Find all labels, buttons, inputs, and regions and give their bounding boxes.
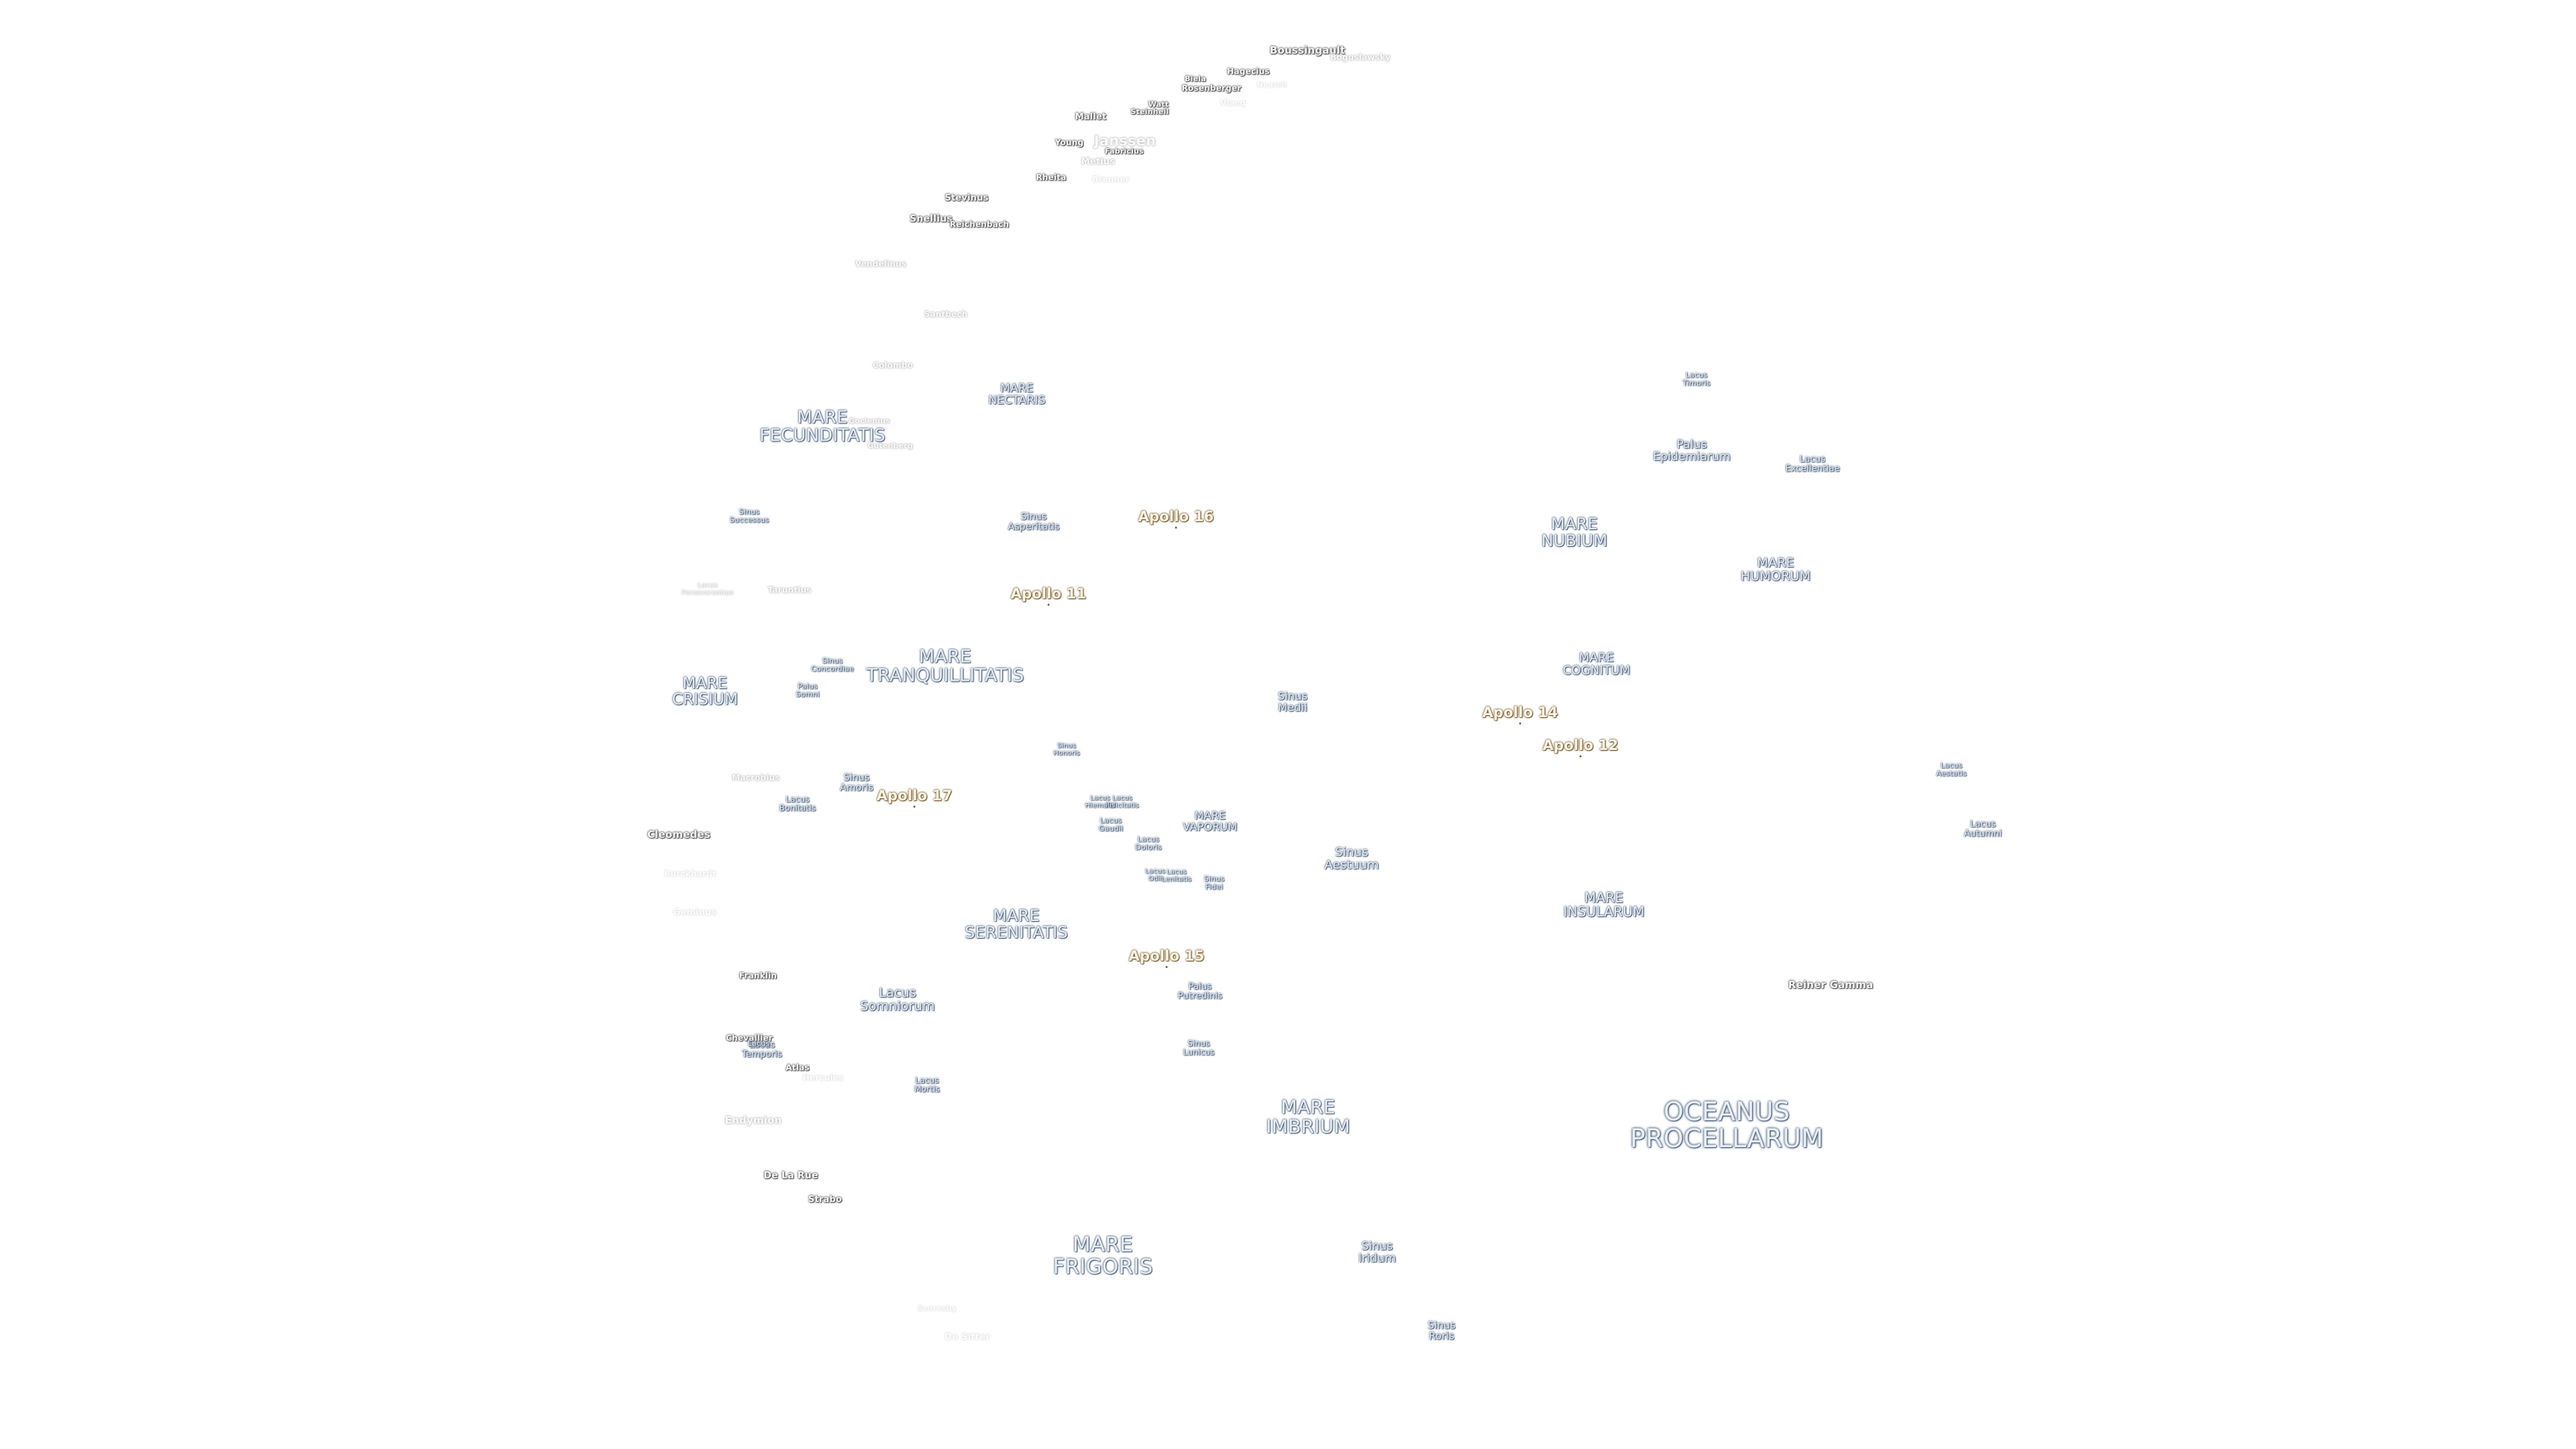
label-sinus-concordiae: Sinus Concordiae [810, 656, 855, 673]
label-reichenbach: Reichenbach [949, 219, 1010, 229]
label-mallet: Mallet [1075, 112, 1107, 123]
label-strabo: Strabo [808, 1195, 843, 1205]
label-watt: Watt [1148, 100, 1169, 109]
label-stevinus: Stevinus [945, 193, 989, 204]
label-brenner: Brenner [1092, 174, 1130, 184]
label-sinus-successus: Sinus Successus [729, 507, 769, 524]
label-apollo-12: Apollo 12 [1543, 738, 1619, 758]
label-lacus-spei: Lacus [747, 1039, 770, 1049]
label-mare-nectaris: MARE NECTARIS [988, 382, 1046, 407]
label-boussingault: Boussingault [1269, 44, 1346, 57]
label-lacus-somniorum: Lacus Somniorum [860, 985, 935, 1014]
label-sinus-roris: Sinus Roris [1428, 1319, 1456, 1342]
label-young: Young [1055, 138, 1084, 148]
label-snellius: Snellius [910, 213, 953, 225]
label-lacus-aestatis: Lacus Aestatis [1936, 761, 1967, 777]
label-lacus-felicitatis: Lacus Felicitatis [1106, 794, 1139, 809]
landing-site-marker [914, 806, 916, 808]
label-lacus-temporis: Lacus Temporis [742, 1040, 782, 1059]
label-mare-imbrium: MARE IMBRIUM [1266, 1095, 1350, 1138]
label-mare-serenitatis: MARE SERENITATIS [965, 906, 1068, 942]
label-apollo-14: Apollo 14 [1483, 705, 1558, 725]
label-vendelinus: Vendelinus [855, 259, 907, 269]
label-mare-vaporum: MARE VAPORUM [1183, 809, 1238, 833]
label-sinus-asperitatis: Sinus Asperitatis [1008, 511, 1060, 532]
label-palus-somni: Palus Somni [796, 682, 820, 698]
label-mare-insularum: MARE INSULARUM [1563, 890, 1645, 920]
label-reiner-gamma: Reiner Gamma [1788, 979, 1874, 991]
label-mare-nubium: MARE NUBIUM [1541, 514, 1608, 550]
label-gutenberg: Gutenberg [867, 441, 913, 451]
label-mare-humorum: MARE HUMORUM [1740, 555, 1811, 584]
label-lacus-perseverantiae: Lacus Perseverantiae [682, 582, 734, 596]
label-oceanus-procellarum: OCEANUS PROCELLARUM [1629, 1097, 1824, 1153]
label-palus-putredinis: Palus Putredinis [1177, 981, 1223, 1001]
label-sinus-medii: Sinus Medii [1277, 690, 1308, 714]
label-mare-cognitum: MARE COGNITUM [1562, 651, 1631, 678]
label-lacus-lenitatis: Lacus Lenitatis [1161, 868, 1192, 883]
label-lacus-autumni: Lacus Autumni [1964, 819, 2002, 839]
label-santbech: Santbech [924, 309, 968, 319]
label-lacus-odii: Lacus Odii [1145, 867, 1165, 882]
landing-site-marker [1048, 604, 1050, 606]
label-lacus-timoris: Lacus Timoris [1682, 370, 1711, 387]
label-palus-epidemiarum: Palus Epidemiarum [1653, 438, 1731, 464]
label-sinus-honoris: Sinus Honoris [1053, 742, 1080, 757]
label-franklin: Franklin [739, 971, 777, 981]
label-sinus-amoris: Sinus Amoris [840, 772, 873, 793]
label-de-sitter: De Sitter [945, 1332, 990, 1343]
label-apollo-17: Apollo 17 [877, 788, 953, 808]
landing-site-marker [1580, 755, 1582, 758]
label-atlas: Atlas [786, 1063, 810, 1073]
label-steinheil: Steinheil [1130, 107, 1169, 117]
label-apollo-16: Apollo 16 [1138, 509, 1214, 529]
label-lacus-bonitatis: Lacus Bonitatis [779, 794, 816, 812]
label-metius: Metius [1081, 157, 1116, 168]
label-sinus-lunicus: Sinus Lunicus [1183, 1038, 1215, 1057]
landing-site-marker [1166, 966, 1168, 969]
label-lacus-hiemalis: Lacus Hiemalis [1085, 794, 1116, 809]
label-macrobius: Macrobius [732, 773, 780, 783]
label-scoresby: Scoresby [917, 1304, 957, 1313]
label-mare-frigoris: MARE FRIGORIS [1053, 1232, 1153, 1279]
landing-site-marker [1519, 722, 1521, 725]
label-lacus-mortis: Lacus Mortis [914, 1075, 941, 1093]
landing-site-marker [1175, 527, 1177, 529]
label-rheita: Rheita [1036, 172, 1067, 182]
label-mare-crisium: MARE CRISIUM [672, 674, 739, 708]
label-hagecius: Hagecius [1227, 66, 1270, 76]
label-apollo-11: Apollo 11 [1011, 586, 1087, 606]
label-biela: Biela [1185, 74, 1206, 84]
label-goclenius: Goclenius [848, 417, 891, 426]
label-mare-tranquillitatis: MARE TRANQUILLITATIS [866, 646, 1024, 686]
label-de-la-rue: De La Rue [763, 1170, 818, 1181]
label-colombo: Colombo [872, 360, 914, 370]
label-mare-fecunditatis: MARE FECUNDITATIS [759, 407, 885, 446]
label-janssen: Janssen [1093, 132, 1157, 149]
label-lacus-gaudii: Lacus Gaudii [1098, 816, 1124, 833]
label-geminus: Geminus [673, 908, 717, 918]
label-lacus-excellentiae: Lacus Excellentiae [1785, 454, 1840, 474]
label-sinus-aestuum: Sinus Aestuum [1324, 845, 1379, 872]
label-sinus-iridum: Sinus Iridum [1358, 1240, 1397, 1265]
label-rosenberger: Rosenberger [1181, 83, 1242, 93]
label-apollo-15: Apollo 15 [1129, 949, 1205, 969]
label-cleomedes: Cleomedes [647, 828, 711, 841]
label-fabricius: Fabricius [1105, 147, 1144, 156]
label-taruntius: Taruntius [767, 585, 812, 595]
label-endymion: Endymion [724, 1114, 782, 1127]
label-sinus-fidei: Sinus Fidei [1203, 874, 1225, 891]
label-nearch: Nearch [1256, 80, 1287, 90]
label-vlacq: Vlacq [1220, 98, 1246, 108]
label-lacus-doloris: Lacus Doloris [1135, 835, 1162, 851]
label-hercules: Hercules [802, 1073, 844, 1083]
label-burckhardt: Burckhardt [664, 869, 716, 879]
label-boguslawsky: Boguslawsky [1330, 52, 1391, 62]
label-chevallier: Chevallier [726, 1033, 773, 1043]
